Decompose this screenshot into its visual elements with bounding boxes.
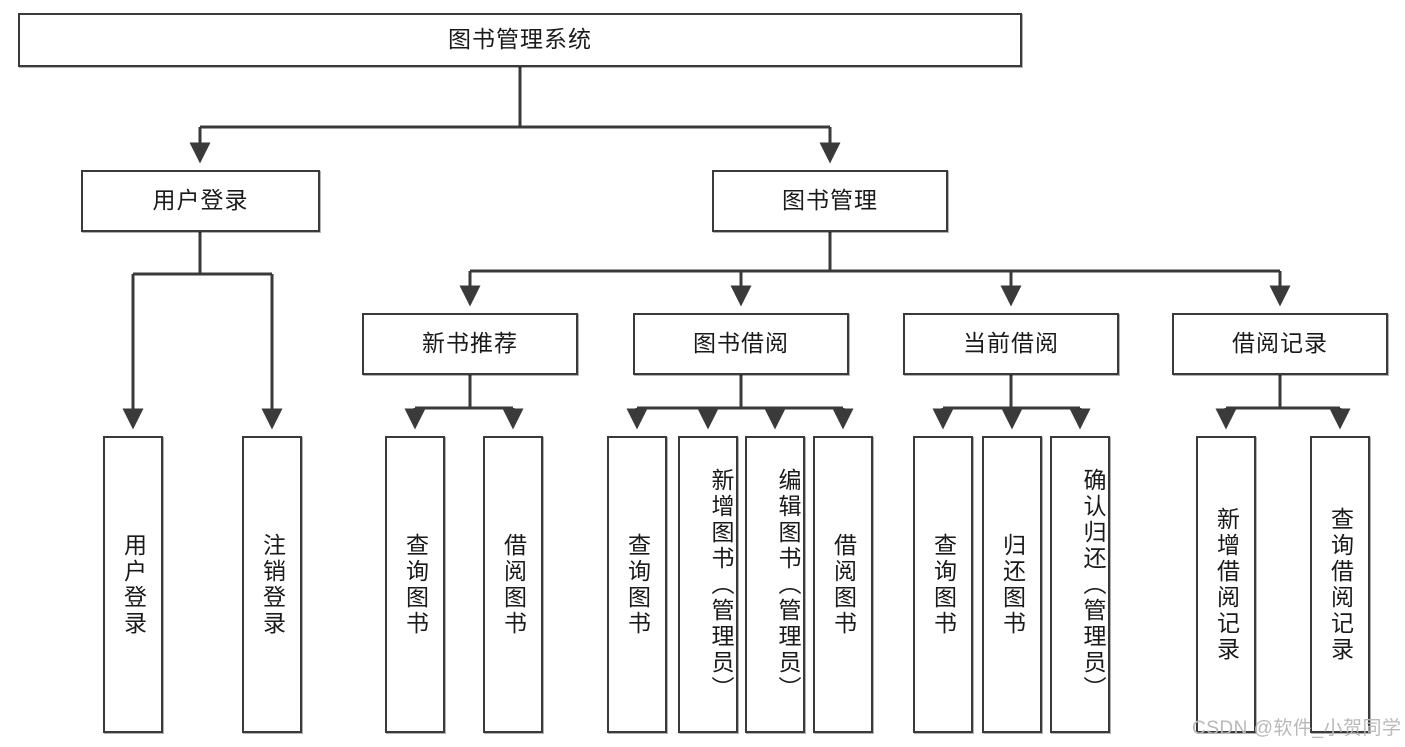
leaf-label: 查询图书 bbox=[624, 532, 651, 637]
node-new-book-recommend[interactable]: 新书推荐 bbox=[362, 313, 578, 375]
leaf-query-book-current[interactable]: 查询图书 bbox=[913, 436, 973, 733]
node-current-borrow-label: 当前借阅 bbox=[963, 330, 1059, 357]
leaf-confirm-return-admin[interactable]: 确认归还（管理员） bbox=[1050, 436, 1110, 733]
leaf-query-borrow-record[interactable]: 查询借阅记录 bbox=[1310, 436, 1370, 733]
leaf-return-book[interactable]: 归还图书 bbox=[982, 436, 1042, 733]
node-user-login[interactable]: 用户登录 bbox=[81, 170, 320, 232]
leaf-label: 借阅图书 bbox=[500, 532, 527, 637]
node-user-login-label: 用户登录 bbox=[152, 187, 249, 214]
node-current-borrow[interactable]: 当前借阅 bbox=[903, 313, 1119, 375]
leaf-label: 查询借阅记录 bbox=[1327, 506, 1354, 663]
node-root[interactable]: 图书管理系统 bbox=[18, 13, 1022, 67]
leaf-add-book-admin[interactable]: 新增图书（管理员） bbox=[678, 436, 738, 733]
leaf-label: 查询图书 bbox=[930, 532, 957, 637]
leaf-label: 确认归还（管理员） bbox=[1080, 467, 1106, 702]
node-book-borrow[interactable]: 图书借阅 bbox=[633, 313, 849, 375]
leaf-add-borrow-record[interactable]: 新增借阅记录 bbox=[1196, 436, 1256, 733]
leaf-query-book-new[interactable]: 查询图书 bbox=[385, 436, 445, 733]
leaf-logout[interactable]: 注销登录 bbox=[242, 436, 302, 733]
csdn-watermark: CSDN @软件_小贺同学 bbox=[1192, 718, 1402, 739]
node-new-book-recommend-label: 新书推荐 bbox=[422, 330, 518, 357]
leaf-label: 编辑图书（管理员） bbox=[775, 467, 801, 702]
leaf-label: 查询图书 bbox=[402, 532, 429, 637]
leaf-label: 归还图书 bbox=[999, 532, 1026, 637]
leaf-user-login[interactable]: 用户登录 bbox=[103, 436, 163, 733]
node-borrow-records-label: 借阅记录 bbox=[1232, 330, 1328, 357]
leaf-label: 借阅图书 bbox=[830, 532, 857, 637]
leaf-borrow-book[interactable]: 借阅图书 bbox=[813, 436, 873, 733]
leaf-borrow-book-new[interactable]: 借阅图书 bbox=[483, 436, 543, 733]
node-book-borrow-label: 图书借阅 bbox=[693, 330, 789, 357]
node-root-label: 图书管理系统 bbox=[448, 26, 592, 53]
leaf-label: 新增借阅记录 bbox=[1213, 506, 1240, 663]
leaf-label: 注销登录 bbox=[259, 532, 286, 637]
node-book-management[interactable]: 图书管理 bbox=[712, 170, 948, 232]
leaf-edit-book-admin[interactable]: 编辑图书（管理员） bbox=[745, 436, 805, 733]
leaf-label: 用户登录 bbox=[120, 532, 147, 637]
leaf-label: 新增图书（管理员） bbox=[708, 467, 734, 702]
node-borrow-records[interactable]: 借阅记录 bbox=[1172, 313, 1388, 375]
node-book-management-label: 图书管理 bbox=[782, 187, 878, 214]
leaf-query-book-borrow[interactable]: 查询图书 bbox=[607, 436, 667, 733]
